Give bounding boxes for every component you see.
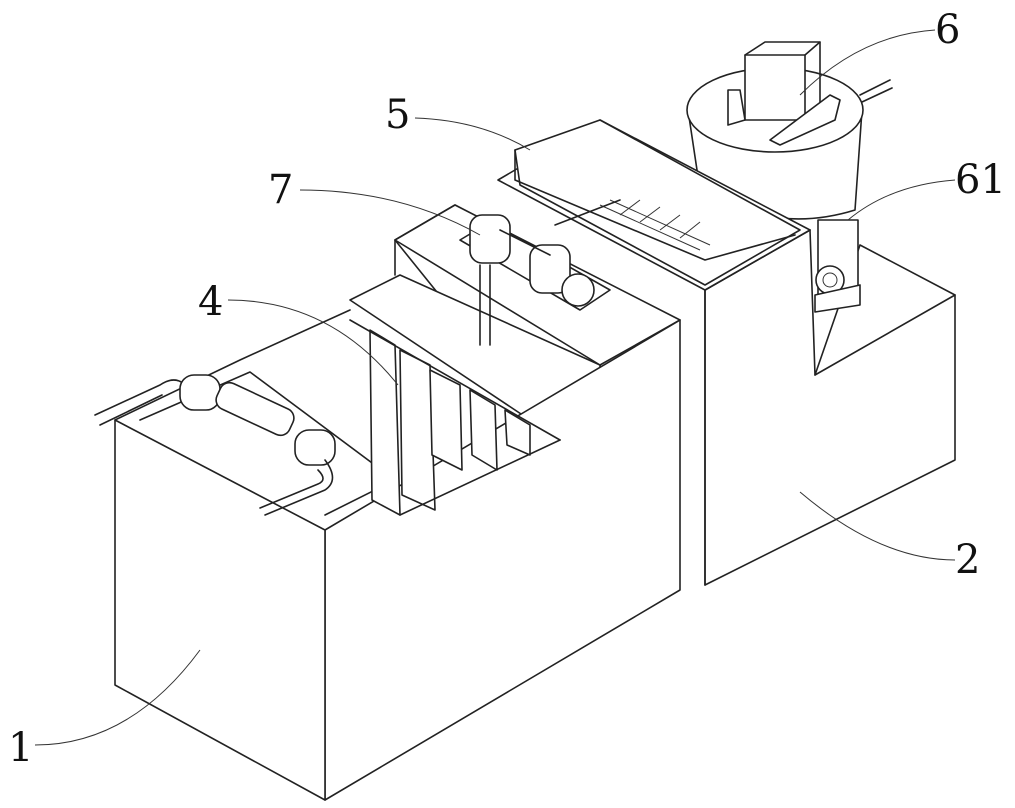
label-5: 5 [385, 95, 410, 135]
label-4: 4 [198, 282, 223, 322]
label-61: 61 [955, 160, 1006, 200]
motor-61 [815, 220, 860, 312]
label-1: 1 [8, 728, 33, 768]
label-6: 6 [935, 10, 960, 50]
label-2: 2 [955, 540, 980, 580]
label-7: 7 [268, 170, 293, 210]
